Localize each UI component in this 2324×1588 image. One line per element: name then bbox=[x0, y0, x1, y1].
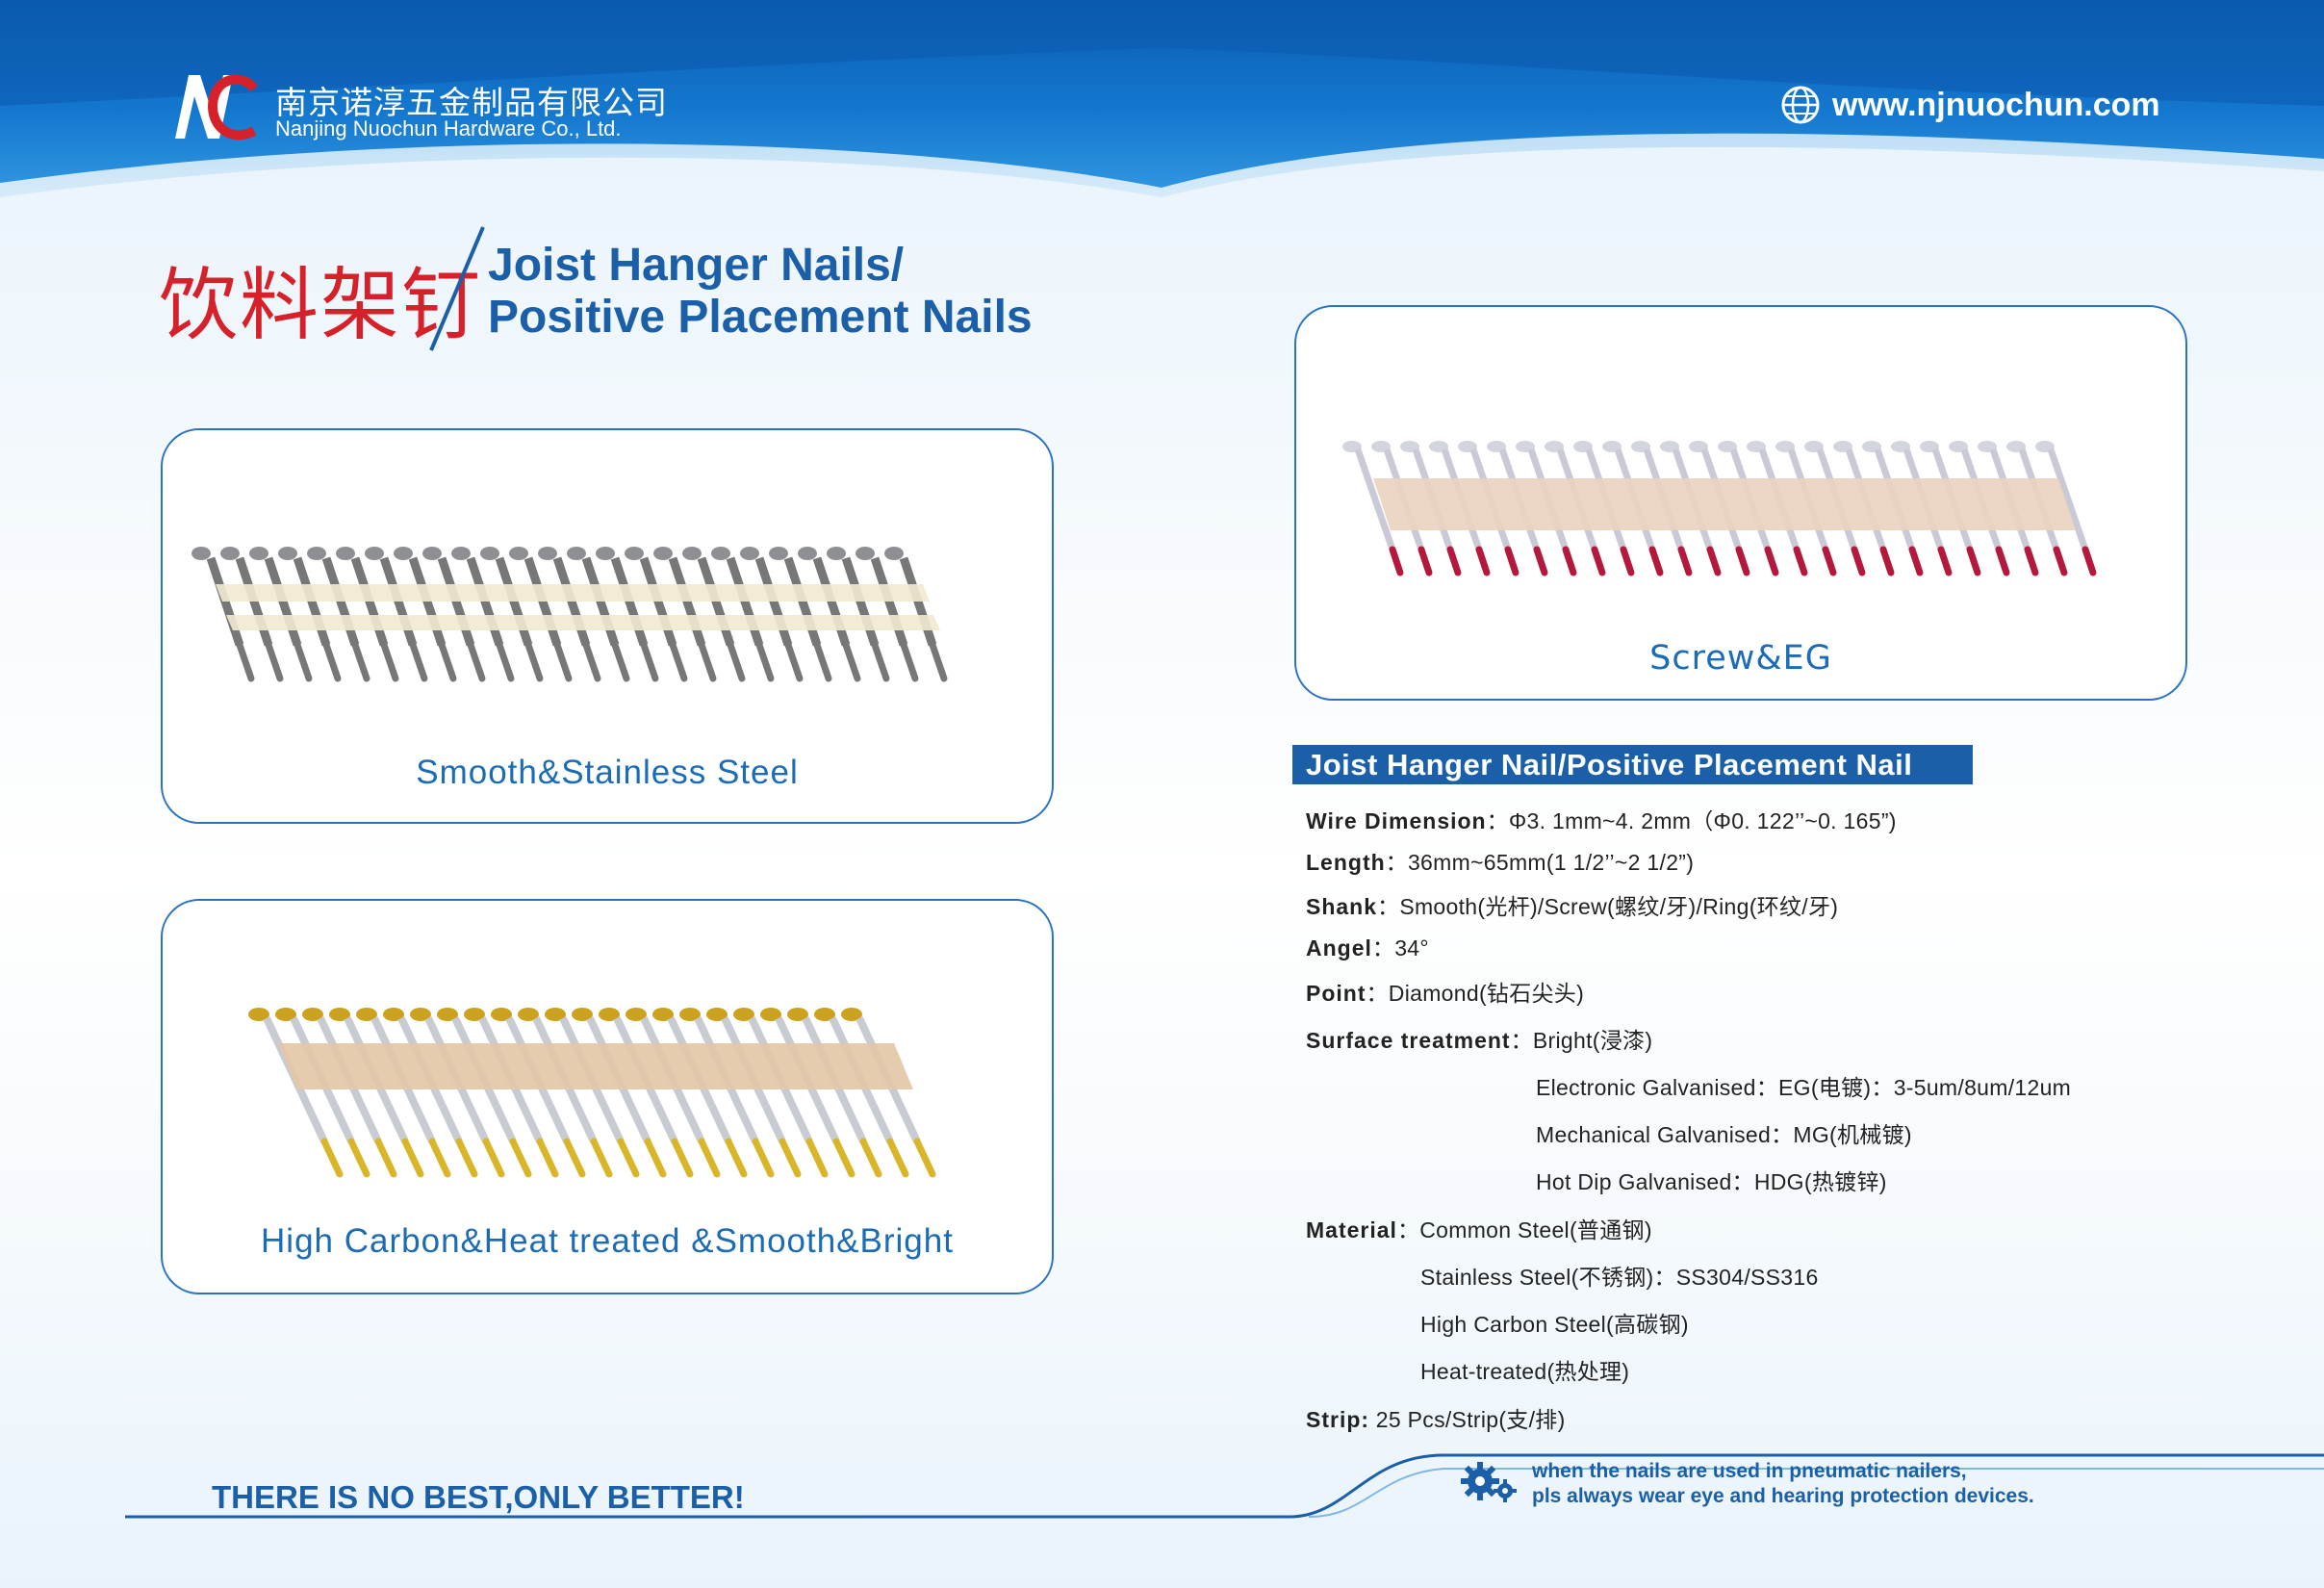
product-card-bright: High Carbon&Heat treated &Smooth&Bright bbox=[161, 899, 1054, 1294]
spec-angle: Angel：34° bbox=[1306, 930, 1429, 962]
warning-line-1: when the nails are used in pneumatic nai… bbox=[1532, 1460, 1967, 1482]
nc-logo-icon bbox=[175, 74, 258, 141]
nail-strip-stainless bbox=[192, 547, 948, 682]
spec-length: Length：36mm~65mm(1 1/2’’~2 1/2”) bbox=[1306, 844, 1694, 877]
company-name-en: Nanjing Nuochun Hardware Co., Ltd. bbox=[275, 116, 622, 141]
spec-label: Shank bbox=[1306, 894, 1378, 919]
spec-material-ht: Heat-treated(热处理) bbox=[1420, 1359, 1630, 1384]
header-band bbox=[0, 0, 2324, 197]
title-en-line1: Joist Hanger Nails/ bbox=[488, 240, 905, 291]
website-link[interactable]: www.njnuochun.com bbox=[1780, 85, 2160, 125]
spec-label: Angel bbox=[1306, 935, 1372, 960]
globe-icon bbox=[1781, 86, 1820, 124]
slogan: THERE IS NO BEST,ONLY BETTER! bbox=[212, 1479, 745, 1515]
footer-curve bbox=[125, 1453, 2324, 1519]
product-card-stainless: Smooth&Stainless Steel bbox=[161, 428, 1054, 824]
website-url: www.njnuochun.com bbox=[1832, 86, 2160, 123]
spec-point: Point：Diamond(钻石尖头) bbox=[1306, 975, 1584, 1008]
spec-value: 25 Pcs/Strip(支/排) bbox=[1369, 1407, 1566, 1432]
spec-label: Surface treatment bbox=[1306, 1028, 1511, 1053]
spec-label: Material bbox=[1306, 1217, 1397, 1242]
spec-label: Strip: bbox=[1306, 1407, 1370, 1432]
spec-heading: Joist Hanger Nail/Positive Placement Nai… bbox=[1292, 745, 1973, 784]
company-name-cn: 南京诺淳五金制品有限公司 bbox=[275, 84, 668, 121]
product-caption: High Carbon&Heat treated &Smooth&Bright bbox=[261, 1222, 954, 1260]
title-en-line2: Positive Placement Nails bbox=[488, 292, 1033, 343]
spec-value: ：34° bbox=[1371, 935, 1429, 960]
gear-icon bbox=[1461, 1462, 1517, 1502]
product-caption: Smooth&Stainless Steel bbox=[416, 754, 799, 791]
title-cn: 饮料架钉 bbox=[159, 260, 483, 351]
spec-value: ：Φ3. 1mm~4. 2mm（Φ0. 122’’~0. 165”) bbox=[1486, 808, 1897, 833]
spec-label: Point bbox=[1306, 981, 1366, 1006]
spec-wire-dimension: Wire Dimension：Φ3. 1mm~4. 2mm（Φ0. 122’’~… bbox=[1306, 803, 1897, 835]
spec-label: Wire Dimension bbox=[1306, 808, 1487, 833]
product-card-screw-eg: Screw&EG bbox=[1294, 305, 2187, 701]
spec-surface-mg: Mechanical Galvanised：MG(机械镀) bbox=[1536, 1122, 1912, 1147]
spec-material-ss: Stainless Steel(不锈钢)：SS304/SS316 bbox=[1420, 1265, 1819, 1290]
spec-strip: Strip: 25 Pcs/Strip(支/排) bbox=[1306, 1401, 1566, 1434]
nail-strip-screw-eg bbox=[1342, 441, 2097, 576]
spec-shank: Shank：Smooth(光杆)/Screw(螺纹/牙)/Ring(环纹/牙) bbox=[1306, 888, 1838, 921]
spec-value: ：Common Steel(普通钢) bbox=[1396, 1217, 1652, 1242]
warning-line-2: pls always wear eye and hearing protecti… bbox=[1532, 1485, 2034, 1507]
spec-value: ：36mm~65mm(1 1/2’’~2 1/2”) bbox=[1385, 850, 1695, 875]
nail-strip-bright bbox=[248, 1008, 936, 1178]
title-divider bbox=[429, 226, 485, 351]
spec-surface-eg: Electronic Galvanised：EG(电镀)：3-5um/8um/1… bbox=[1536, 1075, 2072, 1100]
spec-material: Material：Common Steel(普通钢) bbox=[1306, 1212, 1652, 1244]
spec-value: ：Smooth(光杆)/Screw(螺纹/牙)/Ring(环纹/牙) bbox=[1377, 894, 1839, 919]
spec-value: ：Diamond(钻石尖头) bbox=[1366, 981, 1585, 1006]
spec-label: Length bbox=[1306, 850, 1386, 875]
spec-surface: Surface treatment：Bright(浸漆) bbox=[1306, 1022, 1652, 1055]
spec-material-hc: High Carbon Steel(高碳钢) bbox=[1420, 1312, 1689, 1337]
spec-value: ：Bright(浸漆) bbox=[1510, 1028, 1653, 1053]
spec-surface-hdg: Hot Dip Galvanised：HDG(热镀锌) bbox=[1536, 1169, 1887, 1194]
product-caption: Screw&EG bbox=[1649, 639, 1832, 678]
